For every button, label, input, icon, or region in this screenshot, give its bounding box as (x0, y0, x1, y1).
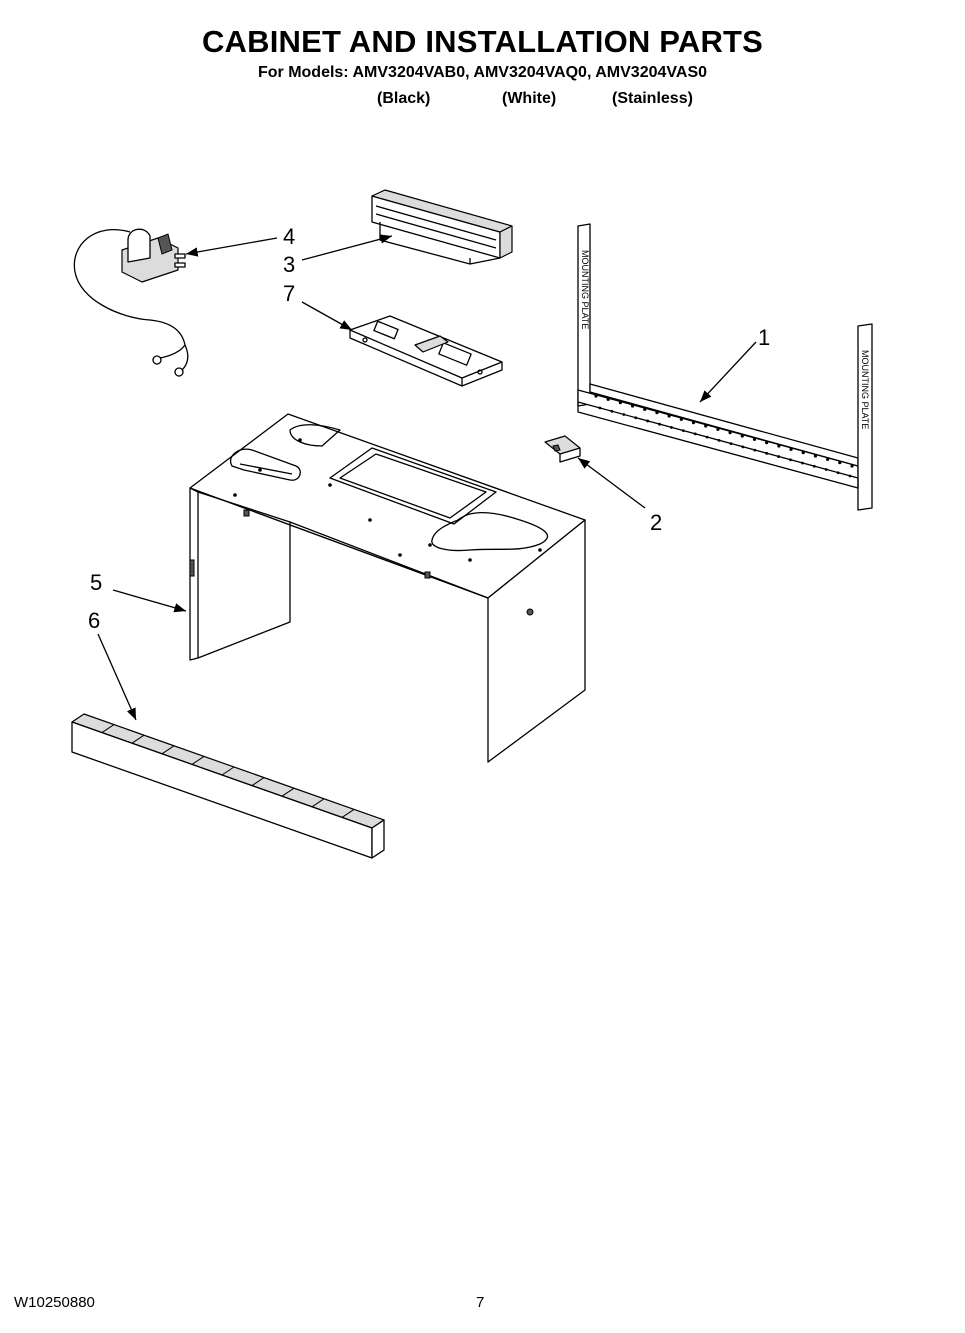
cabinet-hole (468, 558, 472, 562)
bracket-part (544, 435, 581, 463)
callout-6: 6 (88, 608, 101, 633)
plate-hole (765, 451, 769, 455)
callout-2: 2 (650, 510, 663, 535)
page-number: 7 (476, 1294, 485, 1311)
plate-hole (836, 471, 840, 475)
plate-hole (681, 429, 685, 433)
plate-hole (691, 421, 696, 425)
leader-4 (185, 237, 278, 257)
cabinet-hole (298, 438, 302, 442)
models-line: For Models: AMV3204VAB0, AMV3204VAQ0, AM… (257, 64, 708, 81)
plate-hole (618, 401, 622, 405)
plate-hole (824, 468, 828, 471)
plate-hole (693, 432, 697, 436)
plate-hole (728, 431, 732, 435)
plate-hole (801, 451, 805, 455)
leader-2 (577, 457, 646, 509)
grille-rib (101, 724, 115, 734)
grille-rib (281, 787, 295, 797)
plate-hole (777, 455, 780, 458)
callout-3: 3 (283, 252, 296, 277)
plate-hole (838, 461, 842, 465)
plate-hole (643, 407, 647, 411)
grille-rib (161, 745, 175, 755)
variant-stainless: (Stainless) (612, 90, 693, 107)
page-title: CABINET AND INSTALLATION PARTS (201, 24, 764, 59)
plate-hole (606, 397, 610, 401)
plate-hole (704, 424, 708, 428)
plate-hole (800, 461, 804, 465)
grille-rib (251, 777, 265, 787)
grille-rib (131, 734, 145, 744)
plate-hole (630, 404, 635, 408)
cabinet-hole (328, 483, 332, 487)
plate-hole (594, 394, 598, 398)
mounting-plate-label-right: MOUNTING PLATE (860, 350, 870, 429)
control-plate-part (349, 315, 503, 387)
plate-hole (655, 411, 659, 415)
grille-rib (341, 808, 355, 818)
leader-7 (301, 301, 353, 331)
mounting-plate-part: MOUNTING PLATE MOUNTING PLATE (577, 223, 873, 511)
variant-black: (Black) (377, 90, 431, 107)
plate-hole (716, 427, 720, 431)
plate-hole (753, 448, 757, 452)
cabinet-hole (368, 518, 372, 522)
plate-hole (813, 454, 818, 458)
plate-hole (670, 426, 673, 429)
plate-hole (812, 464, 816, 468)
callout-5: 5 (90, 570, 103, 595)
mounting-plate-label-left: MOUNTING PLATE (580, 250, 590, 329)
callout-4: 4 (283, 224, 296, 249)
leader-lines (97, 234, 757, 721)
cabinet-wrapper-part (189, 413, 586, 763)
callout-1: 1 (758, 325, 771, 350)
cabinet-hole (398, 553, 402, 557)
plate-hole (740, 434, 744, 438)
plate-hole (679, 417, 683, 421)
plate-hole (705, 435, 709, 439)
cabinet-hole (428, 543, 432, 547)
grille-rib (191, 755, 205, 765)
cabinet-hole (258, 468, 262, 472)
bottom-grille-part (71, 713, 385, 859)
leader-5 (112, 589, 187, 613)
variant-white: (White) (502, 90, 557, 107)
plate-hole (667, 414, 671, 418)
plate-hole (741, 445, 745, 449)
plate-hole (848, 474, 852, 478)
plate-hole (789, 447, 793, 451)
plate-hole (729, 442, 733, 446)
plate-hole (658, 422, 661, 426)
plate-hole (789, 458, 792, 462)
plate-hole (826, 457, 830, 461)
doc-number: W10250880 (14, 1294, 95, 1311)
top-vent-grille-part (371, 189, 513, 265)
callout-7: 7 (283, 281, 296, 306)
plate-hole (850, 464, 854, 468)
plate-hole (777, 444, 781, 448)
cabinet-hole (233, 493, 237, 497)
plate-hole (646, 419, 650, 423)
plate-hole (717, 438, 721, 442)
plate-hole (610, 409, 614, 413)
cabinet-hole (538, 548, 542, 552)
plate-hole (752, 437, 757, 441)
power-cord-part (73, 228, 189, 377)
leader-1 (699, 341, 757, 403)
plate-hole (598, 406, 602, 410)
plate-hole (622, 413, 626, 416)
plate-hole (765, 441, 769, 445)
leader-3 (301, 234, 393, 261)
grille-rib (221, 766, 235, 776)
leader-6 (97, 633, 137, 721)
plate-hole (634, 416, 638, 420)
grille-rib (311, 798, 325, 808)
